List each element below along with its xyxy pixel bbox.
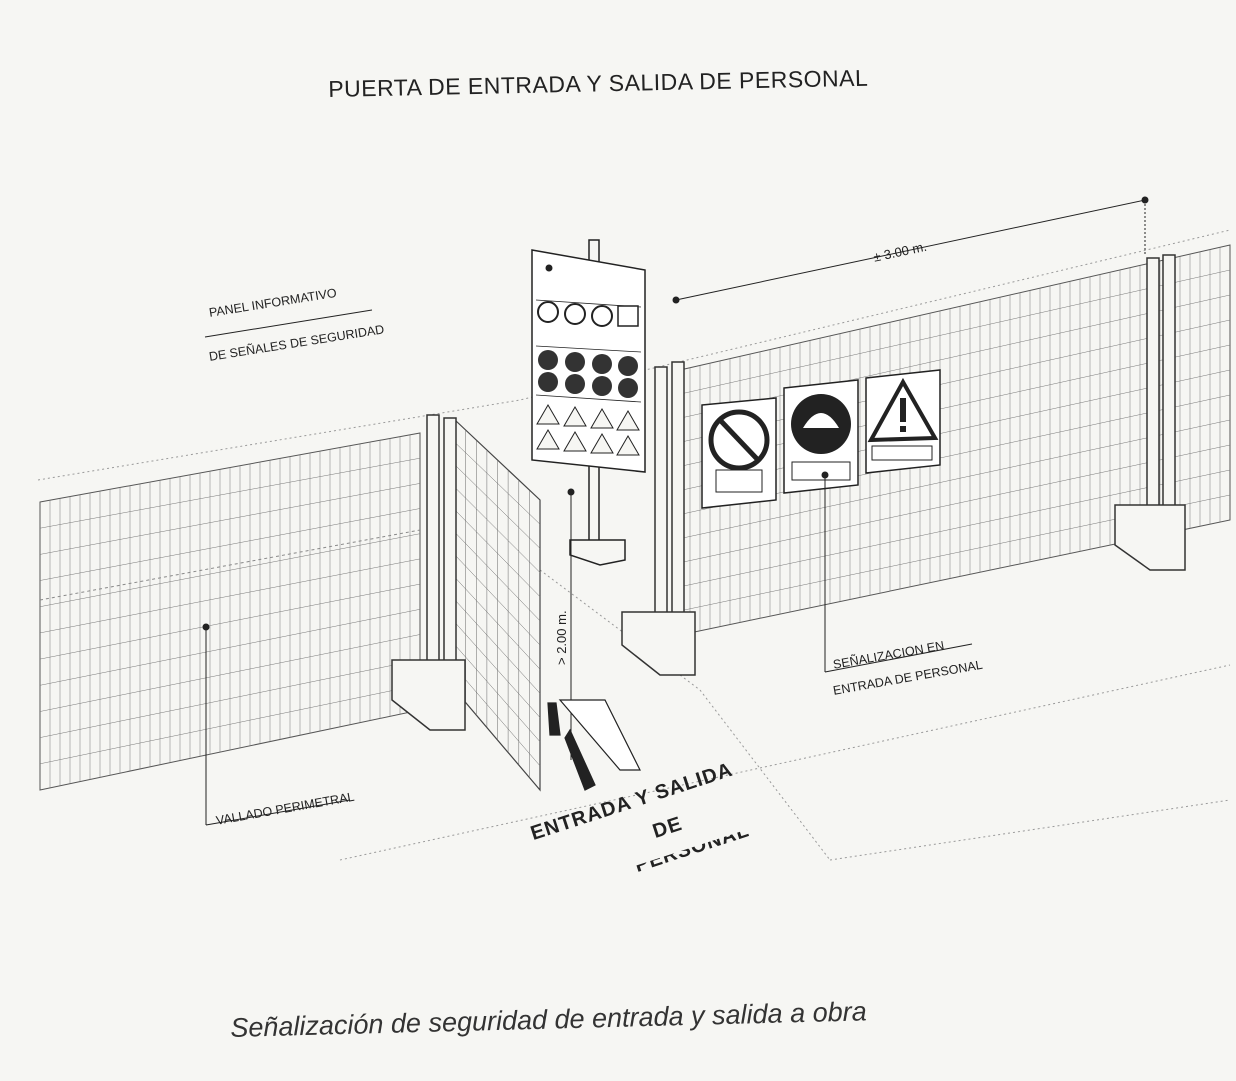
panel-pictogram-icon — [538, 372, 558, 392]
mandatory-helmet-sign-icon — [783, 379, 859, 494]
panel-pictogram-icon — [618, 356, 638, 376]
height-dimension-label: > 2.00 m. — [554, 610, 569, 665]
first-aid-icon — [617, 305, 639, 327]
panel-warning-pictogram-icon — [590, 433, 614, 454]
panel-pictogram-icon — [591, 305, 613, 327]
panel-pictogram-icon — [565, 352, 585, 372]
panel-warning-pictogram-icon — [616, 410, 640, 431]
gate-panel — [454, 418, 541, 792]
panel-warning-pictogram-icon — [536, 429, 560, 450]
walking-arrow-icon — [547, 699, 641, 791]
fence-posts — [391, 254, 1186, 731]
panel-warning-pictogram-icon — [590, 408, 614, 429]
panel-pictogram-icon — [618, 378, 638, 398]
warning-triangle-sign-icon — [865, 369, 941, 474]
panel-warning-pictogram-icon — [616, 435, 640, 456]
panel-pictogram-icon — [537, 301, 559, 323]
panel-pictogram-icon — [592, 376, 612, 396]
panel-warning-pictogram-icon — [563, 431, 587, 452]
panel-warning-pictogram-icon — [563, 406, 587, 427]
dimension-lines — [202, 196, 1149, 826]
panel-warning-pictogram-icon — [536, 404, 560, 425]
panel-pictogram-icon — [592, 354, 612, 374]
left-fence-panel — [39, 432, 421, 791]
information-panel — [531, 239, 646, 566]
panel-pictogram-icon — [538, 350, 558, 370]
prohibition-sign-icon — [701, 397, 777, 509]
panel-pictogram-icon — [564, 303, 586, 325]
panel-pictogram-icon — [565, 374, 585, 394]
